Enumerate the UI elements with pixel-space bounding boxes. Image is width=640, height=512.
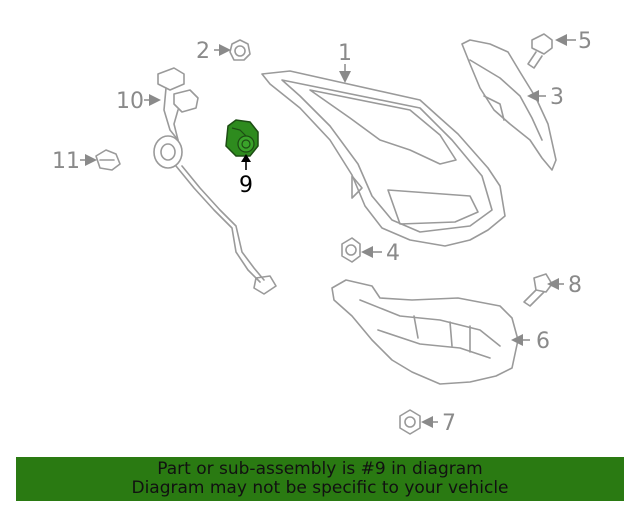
part-11-clip[interactable]: [95, 149, 121, 171]
part-3-bracket[interactable]: [461, 39, 557, 171]
part-7-nut[interactable]: [399, 409, 421, 435]
callout-4: 4: [386, 241, 400, 266]
part-5-bolt[interactable]: [527, 33, 553, 69]
callout-6: 6: [536, 329, 550, 354]
part-6-lower-bracket[interactable]: [331, 279, 519, 385]
callout-1: 1: [338, 41, 352, 66]
part-8-screw[interactable]: [523, 273, 553, 307]
callout-3: 3: [550, 85, 564, 110]
callout-7: 7: [442, 411, 456, 436]
part-2-clip[interactable]: [229, 39, 251, 61]
part-9-socket-highlighted[interactable]: [225, 119, 259, 157]
leader-lines: [80, 34, 576, 428]
callout-11: 11: [52, 149, 80, 174]
part-10-wiring-harness[interactable]: [153, 67, 277, 295]
banner-line-1: Part or sub-assembly is #9 in diagram: [157, 459, 483, 479]
banner-line-2: Diagram may not be specific to your vehi…: [131, 478, 509, 498]
callout-10: 10: [116, 89, 144, 114]
part-1-tail-lamp[interactable]: [261, 70, 506, 247]
callout-8: 8: [568, 273, 582, 298]
callout-5: 5: [578, 29, 592, 54]
callout-9: 9: [239, 173, 253, 198]
callout-2: 2: [196, 39, 210, 64]
part-info-banner: Part or sub-assembly is #9 in diagram Di…: [16, 457, 624, 501]
part-4-nut[interactable]: [341, 237, 361, 263]
